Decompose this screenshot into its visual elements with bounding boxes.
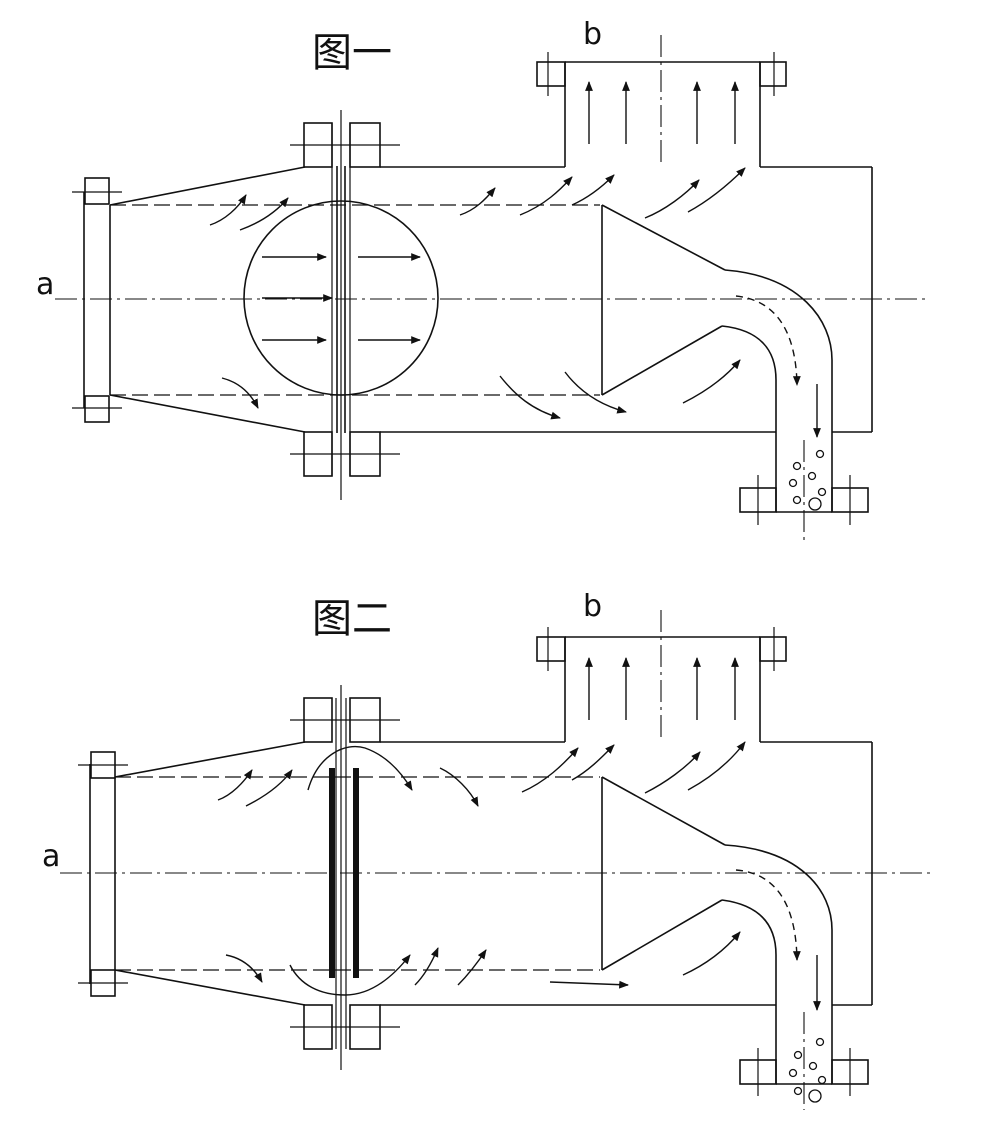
figure-1-sediment-bubbles [788,449,827,511]
figure-1-cone-collector [601,204,833,512]
figure-1: 图一 b a [36,17,930,540]
figure-1-housing [83,61,873,433]
figure-1-inlet-label: a [36,267,54,302]
figure-2-sediment-bubbles [788,1037,827,1103]
figure-2-flanges [78,627,869,1096]
figure-2-inlet-label: a [42,839,60,874]
figure-1-flanges [72,52,869,525]
figure-1-outlet-label: b [583,17,602,52]
figure-1-filter-screen [243,110,439,500]
figure-2-housing [89,636,873,1006]
figure-1-title: 图一 [312,30,392,76]
figure-2-cone-collector [601,776,833,1084]
figure-2-outlet-label: b [583,589,602,624]
figure-1-flow-arrows [209,81,821,438]
figure-2-title: 图二 [312,596,392,642]
figure-2-flow-arrows [217,657,821,1011]
figure-2: 图二 b a [42,589,930,1110]
